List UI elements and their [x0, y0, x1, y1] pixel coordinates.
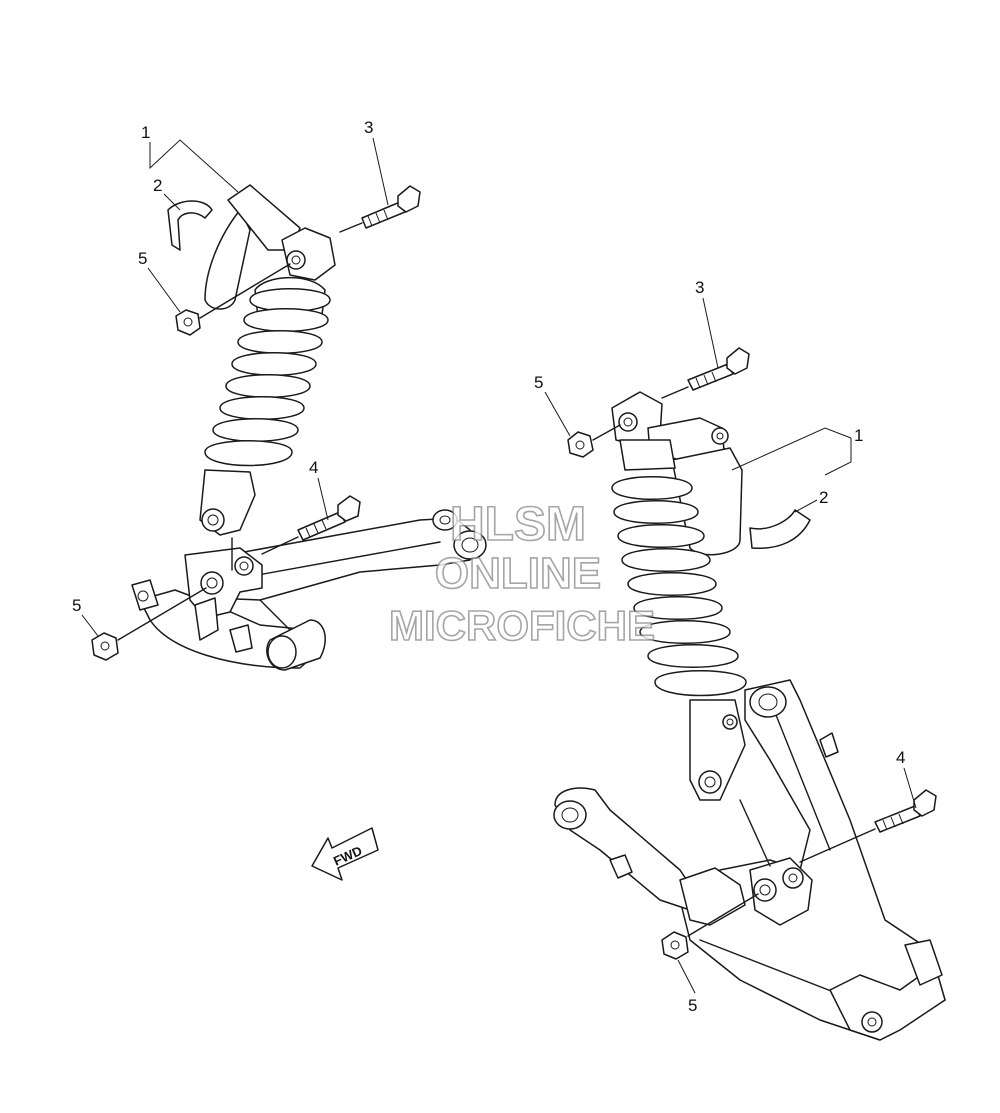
left-shock-absorber	[199, 184, 336, 571]
right-shock-absorber	[611, 391, 771, 867]
right-callouts: 1 2 3 4 5 5	[534, 278, 917, 1015]
left-callout-1: 1	[141, 123, 150, 142]
left-bolt-4	[261, 495, 361, 555]
left-callout-4: 4	[309, 458, 318, 477]
left-callout-5-upper: 5	[138, 249, 147, 268]
left-callouts: 1 2 3 4 5 5	[72, 118, 389, 637]
right-callout-4: 4	[896, 748, 905, 767]
left-label-band	[167, 200, 213, 251]
right-assembly: 1 2 3 4 5 5	[534, 278, 946, 1041]
right-nut-5-upper	[567, 424, 621, 458]
watermark-line-1: HLSM	[450, 498, 586, 551]
left-callout-3: 3	[364, 118, 373, 137]
right-bolt-3	[661, 347, 750, 399]
left-bolt-3	[339, 185, 421, 233]
right-label-band	[749, 509, 811, 549]
left-swing-arm	[131, 509, 487, 671]
left-callout-2: 2	[153, 176, 162, 195]
right-callout-3: 3	[695, 278, 704, 297]
left-nut-5-upper	[175, 263, 291, 336]
right-callout-2: 2	[819, 488, 828, 507]
right-swing-arm	[553, 679, 946, 1041]
watermark-line-3: MICROFICHE	[389, 602, 655, 649]
left-nut-5-lower	[91, 587, 207, 661]
right-callout-5-upper: 5	[534, 373, 543, 392]
watermark-line-2: ONLINE	[435, 549, 601, 598]
right-callout-1: 1	[854, 426, 863, 445]
watermark: HLSM ONLINE MICROFICHE	[388, 497, 656, 650]
left-callout-5-lower: 5	[72, 596, 81, 615]
right-nut-5-lower	[661, 893, 759, 960]
right-callout-5-lower: 5	[688, 996, 697, 1015]
left-assembly: 1 2 3 4 5 5	[72, 118, 487, 671]
right-bolt-4	[799, 789, 937, 863]
fwd-arrow-icon: FWD	[311, 827, 379, 881]
